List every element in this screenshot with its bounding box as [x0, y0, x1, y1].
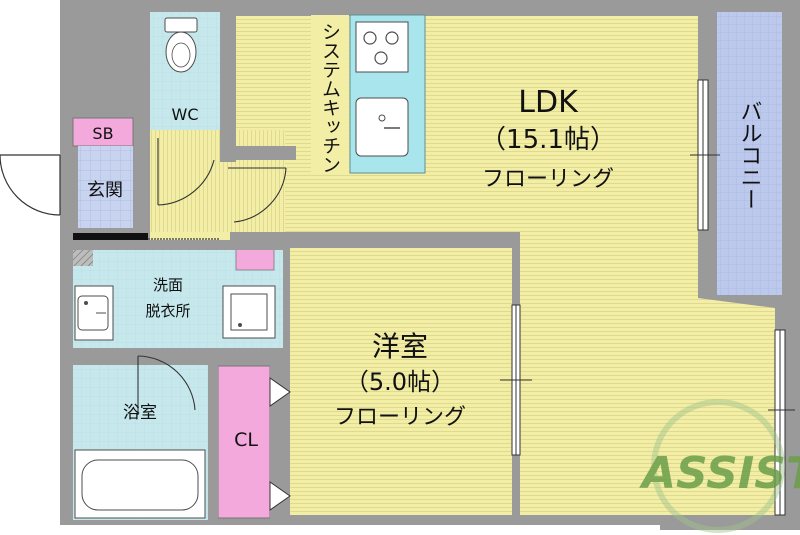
window-western	[500, 304, 532, 456]
kitchen-backsplash	[311, 15, 349, 173]
logo-text: ASSIST	[639, 448, 800, 499]
western-room-floor	[290, 248, 512, 515]
shoe-box-label: SB	[92, 124, 113, 143]
stove-icon	[355, 21, 409, 73]
western-room-size: （5.0帖）	[345, 368, 455, 396]
closet-floor	[217, 365, 271, 519]
bath-door-icon	[137, 355, 196, 415]
closet-door-icon	[269, 377, 291, 511]
assist-logo-icon: ASSIST	[639, 399, 800, 533]
wc-label: WC	[172, 105, 199, 124]
front-door-icon	[0, 150, 61, 216]
sink-icon	[355, 97, 409, 157]
balcony	[717, 12, 782, 295]
entrance-step	[73, 233, 148, 241]
window-ldk	[690, 79, 720, 231]
hallway-floor	[150, 130, 285, 232]
washroom-label-1: 洗面	[153, 276, 183, 294]
hatched-duct	[73, 248, 93, 266]
ldk-floor-type: フローリング	[482, 167, 614, 192]
hall-door-icon	[228, 167, 287, 223]
bathroom-label: 浴室	[123, 403, 157, 423]
washroom-label-2: 脱衣所	[145, 302, 190, 320]
washroom-pink-strip	[235, 247, 275, 271]
western-room-name: 洋室	[372, 330, 428, 363]
closet-label: CL	[234, 429, 258, 451]
entrance-label: 玄関	[87, 180, 123, 201]
kitchen-label: システムキッチン	[319, 22, 341, 174]
wc-door-icon	[157, 138, 215, 206]
toilet-icon	[164, 17, 198, 73]
washbasin-icon	[74, 285, 114, 341]
shoe-box	[72, 117, 134, 147]
balcony-label: バルコニー	[737, 100, 762, 210]
ldk-size: （15.1帖）	[480, 125, 616, 155]
window-ldk-south	[768, 329, 795, 516]
ldk-name: LDK	[518, 85, 579, 120]
bathtub-icon	[74, 449, 206, 519]
entrance-floor	[78, 146, 133, 228]
western-room-floor-type: フローリング	[334, 405, 466, 430]
washing-machine-icon	[222, 285, 276, 339]
